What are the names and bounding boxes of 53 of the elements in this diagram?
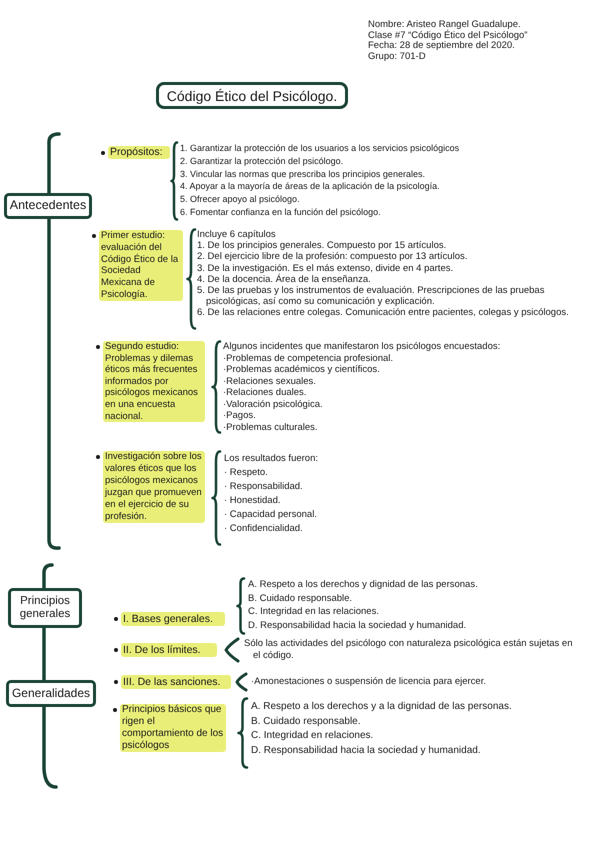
list-item: Sólo las actividades del psicólogo con naturaleza psicológica están sujetas en el código. (244, 638, 574, 662)
list-item: ·Amonestaciones o suspensión de licencia para ejercer. (251, 676, 487, 688)
list-item: C. Integridad en relaciones. (251, 729, 374, 743)
list-item: · Honestidad. (224, 494, 282, 508)
list-item: C. Integridad en las relaciones. (248, 605, 380, 618)
section-box: Principios generales (8, 588, 82, 628)
list-item: 4. De la docencia. Área de la enseñanza. (197, 274, 372, 286)
list-item: ·Problemas culturales. (223, 422, 319, 433)
list-item: 1. De los principios generales. Compuesto por 15 artículos. (197, 240, 448, 252)
header-text: Fecha: 28 de septiembre del 2020. (368, 41, 516, 52)
list-item: ·Pagos. (223, 410, 257, 422)
highlighted-topic: Propósitos: (108, 146, 170, 159)
header-text: Clase #7 “Código Ético del Psicólogo” (368, 30, 528, 41)
list-item: · Confidencialidad. (224, 522, 304, 536)
list-item: A. Respeto a los derechos y dignidad de las personas. (248, 578, 479, 592)
section-box: Antecedentes (4, 193, 92, 219)
list-item: ·Problemas de competencia profesional. (223, 352, 394, 364)
highlighted-topic: Investigación sobre los valores éticos que los psicólogos mexicanos juzgan que promueven en el ejercicio de su profesión. (103, 451, 205, 523)
list-item: B. Cuidado responsable. (251, 714, 362, 728)
list-item: 1. Garantizar la protección de los usuarios a los servicios psicológicos (180, 142, 460, 155)
highlighted-topic: III. De las sanciones. (121, 675, 231, 689)
list-item: B. Cuidado responsable. (248, 592, 354, 605)
list-item: A. Respeto a los derechos y a la dignidad de las personas. (251, 700, 513, 714)
highlighted-topic: I. Bases generales. (121, 612, 225, 626)
list-item: ·Relaciones duales. (223, 387, 308, 398)
list-item: · Responsabilidad. (224, 480, 304, 494)
list-item: Los resultados fueron: (224, 452, 320, 466)
list-item: ·Relaciones sexuales. (223, 376, 317, 387)
list-item: · Capacidad personal. (224, 508, 318, 522)
header-text: Grupo: 701-D (368, 52, 427, 62)
list-item: 5. Ofrecer apoyo al psicólogo. (180, 193, 301, 206)
list-item: · Respeto. (224, 466, 269, 480)
list-item: 3. Vincular las normas que prescriba los principios generales. (180, 168, 426, 180)
list-item: Incluye 6 capítulos (197, 229, 277, 240)
title-box: Código Ético del Psicólogo. (156, 82, 348, 109)
list-item: 5. De las pruebas y los instrumentos de evaluación. Prescripciones de las pruebas psicológicas, así como su comunicación y explicación. (197, 285, 546, 308)
list-item: 4. Apoyar a la mayoría de áreas de la aplicación de la psicología. (180, 180, 441, 194)
list-item: 6. De las relaciones entre colegas. Comunicación entre pacientes, colegas y psicólogos. (197, 307, 570, 319)
list-item: ·Problemas académicos y científicos. (223, 364, 381, 376)
highlighted-topic: II. De los límites. (121, 643, 217, 657)
list-item: 3. De la investigación. Es el más extenso, divide en 4 partes. (197, 262, 454, 274)
list-item: D. Responsabilidad hacia la sociedad y humanidad. (248, 618, 468, 632)
list-item: Algunos incidentes que manifestaron los psicólogos encuestados: (223, 341, 502, 352)
highlighted-topic: Segundo estudio: Problemas y dilemas éticos más frecuentes informados por psicólogos mexicanos en una encuesta nacional. (103, 341, 205, 422)
highlighted-topic: Principios básicos que rigen el comportamiento de los psicólogos (120, 704, 226, 752)
list-item: ·Valoración psicológica. (223, 398, 324, 410)
header-text: Nombre: Aristeo Rangel Guadalupe. (368, 20, 522, 30)
highlighted-topic: Primer estudio: evaluación del Código Ético de la Sociedad Mexicana de Psicología. (99, 230, 183, 301)
list-item: D. Responsabilidad hacia la sociedad y humanidad. (251, 744, 482, 758)
list-item: 6. Fomentar confianza en la función del psicólogo. (180, 206, 382, 219)
list-item: 2. Garantizar la protección del psicólogo. (180, 154, 344, 168)
section-box: Generalidades (6, 680, 96, 707)
list-item: 2. Del ejercicio libre de la profesión: compuesto por 13 artículos. (197, 251, 468, 263)
